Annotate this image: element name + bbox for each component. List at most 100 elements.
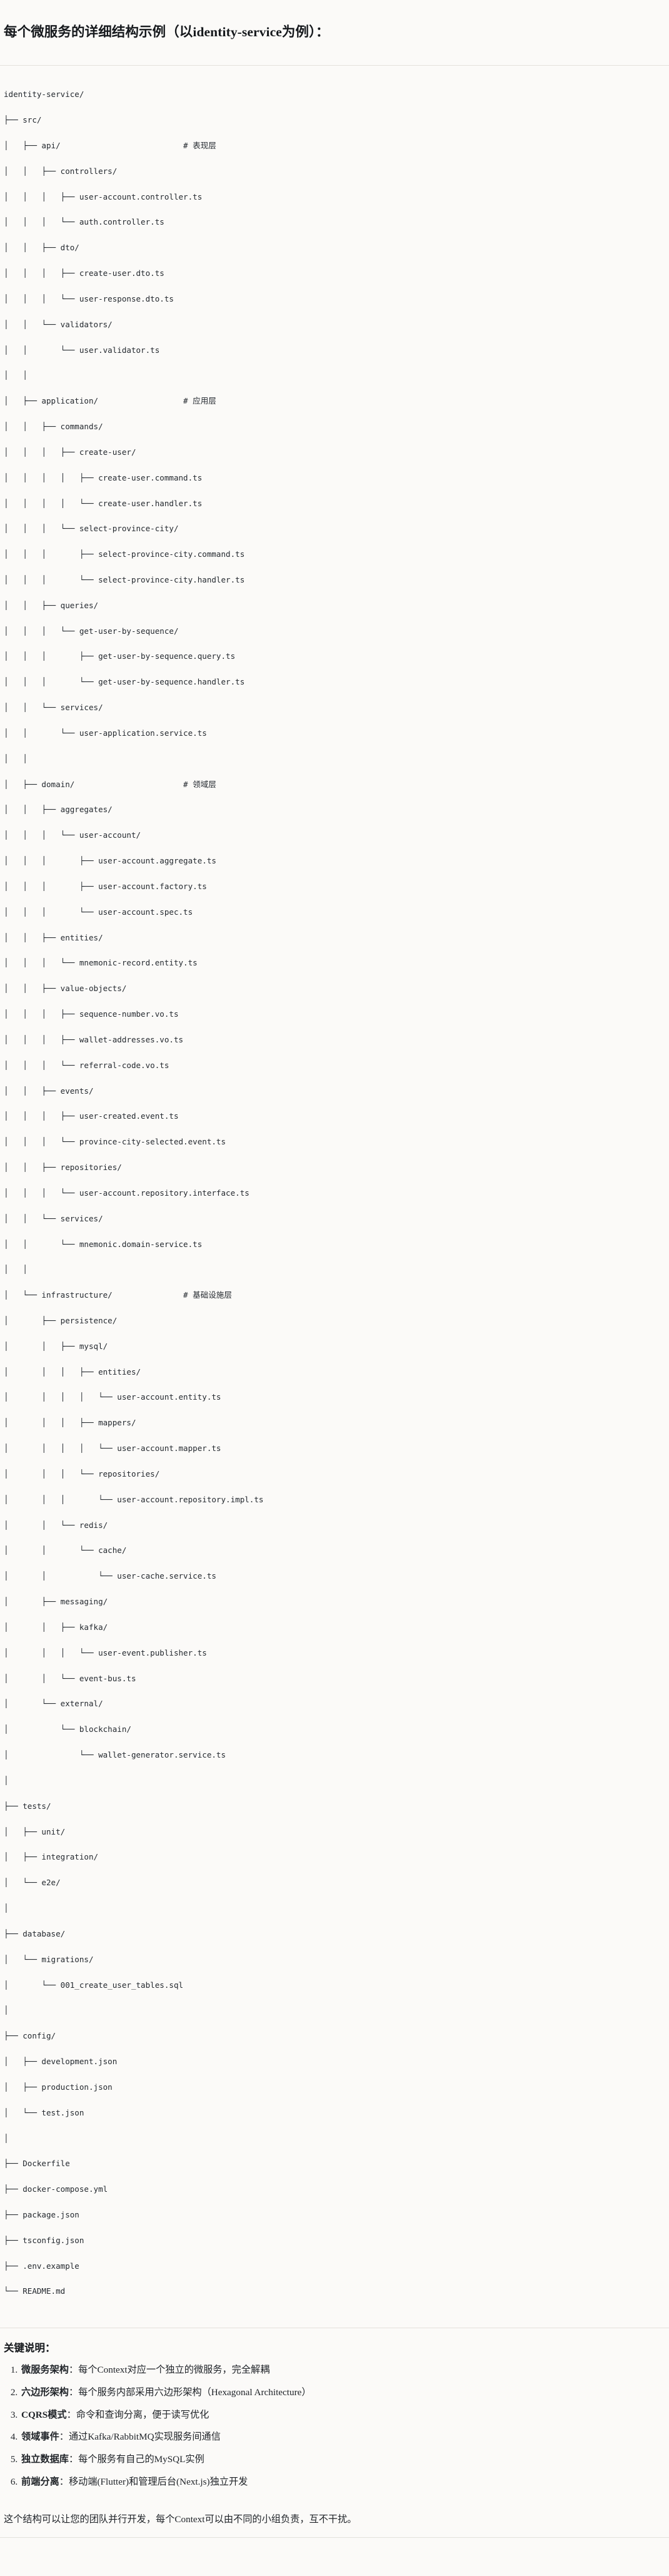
- tree-line: │ │ └── validators/: [4, 319, 113, 329]
- tree-line: │ │ │ ├── sequence-number.vo.ts: [4, 1009, 179, 1019]
- key-point-item: 领域事件：通过Kafka/RabbitMQ实现服务间通信: [20, 2430, 654, 2445]
- tree-line: │ │ │ ├── mappers/: [4, 1418, 136, 1428]
- tree-line: ├── database/: [4, 1928, 66, 1938]
- page-title: 每个微服务的详细结构示例（以identity-service为例）：: [4, 24, 329, 39]
- tree-line: │ │ ├── commands/: [4, 422, 103, 432]
- tree-line: │ │ ├── controllers/: [4, 166, 118, 176]
- key-point-separator: ：: [68, 2364, 79, 2375]
- tree-line: │ │ └── user-application.service.ts: [4, 728, 207, 738]
- tree-line: │ │ │ ├── create-user.dto.ts: [4, 268, 164, 278]
- key-point-separator: ：: [68, 2386, 79, 2398]
- tree-line: ├── tsconfig.json: [4, 2235, 84, 2245]
- tree-line: │ ├── unit/: [4, 1826, 66, 1836]
- tree-line: │ │ │ ├── user-account.aggregate.ts: [4, 856, 216, 866]
- tree-line: │ │ │ ├── user-account.controller.ts: [4, 191, 203, 201]
- key-point-term: 独立数据库: [21, 2454, 69, 2465]
- key-point-term: CQRS模式: [21, 2409, 67, 2420]
- tree-line: │ │ │ └── province-city-selected.event.t…: [4, 1137, 226, 1147]
- tree-line: │ │ │ └── user-event.publisher.ts: [4, 1647, 207, 1657]
- tree-line: │ │ ├── events/: [4, 1086, 94, 1096]
- tree-line: ├── Dockerfile: [4, 2159, 70, 2169]
- tree-line: │ │ ├── entities/: [4, 932, 103, 942]
- key-point-separator: ：: [68, 2454, 79, 2465]
- tree-line: │ ├── production.json: [4, 2082, 113, 2092]
- key-point-separator: ：: [59, 2431, 69, 2443]
- heading-divider: [0, 64, 669, 66]
- key-point-description: 通过Kafka/RabbitMQ实现服务间通信: [68, 2431, 221, 2443]
- tree-line: │ ├── application/ # 应用层: [4, 396, 216, 406]
- tree-line: │ │ │ │ ├── create-user.command.ts: [4, 472, 203, 482]
- tree-line: │ │ │ ├── select-province-city.command.t…: [4, 549, 245, 559]
- tree-line: │ │ └── cache/: [4, 1545, 127, 1555]
- tree-line: │ │ │ └── get-user-by-sequence/: [4, 626, 179, 636]
- tree-line: ├── .env.example: [4, 2261, 79, 2271]
- directory-tree: identity-service/ ├── src/ │ ├── api/ # …: [0, 73, 669, 2315]
- tree-line: └── README.md: [4, 2286, 66, 2296]
- tree-line: │ │ └── event-bus.ts: [4, 1673, 136, 1683]
- tree-line: │ │ │ └── user-account.repository.impl.t…: [4, 1494, 264, 1504]
- key-point-term: 前端分离: [21, 2476, 59, 2487]
- tree-line: │ │ └── user.validator.ts: [4, 345, 160, 355]
- tree-line: │ │ │ └── user-account.spec.ts: [4, 907, 193, 917]
- tree-line: │ └── external/: [4, 1699, 103, 1709]
- tree-line: │ └── 001_create_user_tables.sql: [4, 1980, 184, 1990]
- key-points-title: 关键说明：: [4, 2341, 56, 2354]
- tree-line: │: [4, 1775, 9, 1785]
- key-point-item: 六边形架构：每个服务内部采用六边形架构（Hexagonal Architectu…: [20, 2386, 654, 2400]
- tree-line: ├── src/: [4, 115, 42, 125]
- key-point-separator: ：: [59, 2476, 69, 2487]
- tree-line: │ │ │ └── get-user-by-sequence.handler.t…: [4, 677, 245, 687]
- tree-line: │ │ └── services/: [4, 703, 103, 713]
- tree-line: │ ├── api/ # 表现层: [4, 140, 216, 150]
- tree-line: │ ├── integration/: [4, 1852, 99, 1862]
- tree-line: │ │ ├── value-objects/: [4, 984, 127, 994]
- key-points-list: 微服务架构：每个Context对应一个独立的微服务，完全解耦六边形架构：每个服务…: [4, 2363, 654, 2490]
- tree-line: │ ├── domain/ # 领域层: [4, 779, 216, 789]
- tree-line: │ │: [4, 370, 28, 380]
- tree-line: │ │ └── services/: [4, 1213, 103, 1223]
- tree-line: │ ├── development.json: [4, 2057, 118, 2067]
- tree-line: │ │ │ ├── create-user/: [4, 447, 136, 457]
- tree-line: │ │: [4, 1265, 28, 1275]
- tree-line: │ │ ├── aggregates/: [4, 805, 113, 815]
- tree-line: │ │ │ ├── user-account.factory.ts: [4, 881, 207, 891]
- key-point-description: 每个服务内部采用六边形架构（Hexagonal Architecture）: [78, 2386, 311, 2398]
- key-point-item: 前端分离：移动端(Flutter)和管理后台(Next.js)独立开发: [20, 2475, 654, 2490]
- tree-line: │ │ ├── mysql/: [4, 1341, 108, 1351]
- tree-line: ├── config/: [4, 2031, 56, 2041]
- tree-line: │: [4, 1903, 9, 1913]
- tree-line: │ │ │ └── mnemonic-record.entity.ts: [4, 958, 198, 968]
- key-point-description: 每个服务有自己的MySQL实例: [78, 2454, 204, 2465]
- tree-line: │ │ └── mnemonic.domain-service.ts: [4, 1239, 203, 1249]
- tree-line: │ └── test.json: [4, 2107, 84, 2117]
- closing-note: 这个结构可以让您的团队并行开发，每个Context可以由不同的小组负责，互不干扰…: [4, 2513, 357, 2525]
- tree-line: │ │ │ └── user-account/: [4, 830, 141, 840]
- key-point-description: 命令和查询分离，便于读写优化: [76, 2409, 209, 2420]
- tree-line: │ │ │ │ └── user-account.entity.ts: [4, 1392, 221, 1402]
- tree-line: │ │ │ │ └── user-account.mapper.ts: [4, 1443, 221, 1453]
- key-point-separator: ：: [66, 2409, 76, 2420]
- tree-line: │ │ │ └── repositories/: [4, 1469, 160, 1479]
- tree-line: │ └── e2e/: [4, 1878, 61, 1888]
- tree-line: │ │ │ └── referral-code.vo.ts: [4, 1060, 169, 1070]
- key-point-description: 每个Context对应一个独立的微服务，完全解耦: [78, 2364, 270, 2375]
- key-points-section: 关键说明： 微服务架构：每个Context对应一个独立的微服务，完全解耦六边形架…: [0, 2328, 669, 2501]
- tree-line: │ └── migrations/: [4, 1954, 94, 1964]
- tree-line: │ │: [4, 753, 28, 763]
- tree-line: │ │ │ └── select-province-city.handler.t…: [4, 574, 245, 584]
- tree-line: │ │ │ └── user-account.repository.interf…: [4, 1188, 249, 1198]
- tree-line: ├── package.json: [4, 2209, 79, 2219]
- tree-line: ├── docker-compose.yml: [4, 2184, 108, 2194]
- key-point-term: 微服务架构: [21, 2364, 69, 2375]
- tree-line: │ │ └── redis/: [4, 1520, 108, 1530]
- tree-line: │ │ │ ├── entities/: [4, 1367, 141, 1377]
- key-point-term: 六边形架构: [21, 2386, 69, 2398]
- tree-line: │ │ ├── repositories/: [4, 1163, 122, 1173]
- tree-line: │ │ │ └── auth.controller.ts: [4, 217, 164, 227]
- tree-line: ├── tests/: [4, 1801, 51, 1811]
- tree-line: │ │ │ └── user-response.dto.ts: [4, 293, 174, 303]
- tree-line: identity-service/: [4, 89, 84, 99]
- tree-line: │ └── infrastructure/ # 基础设施层: [4, 1290, 232, 1300]
- key-point-description: 移动端(Flutter)和管理后台(Next.js)独立开发: [68, 2476, 248, 2487]
